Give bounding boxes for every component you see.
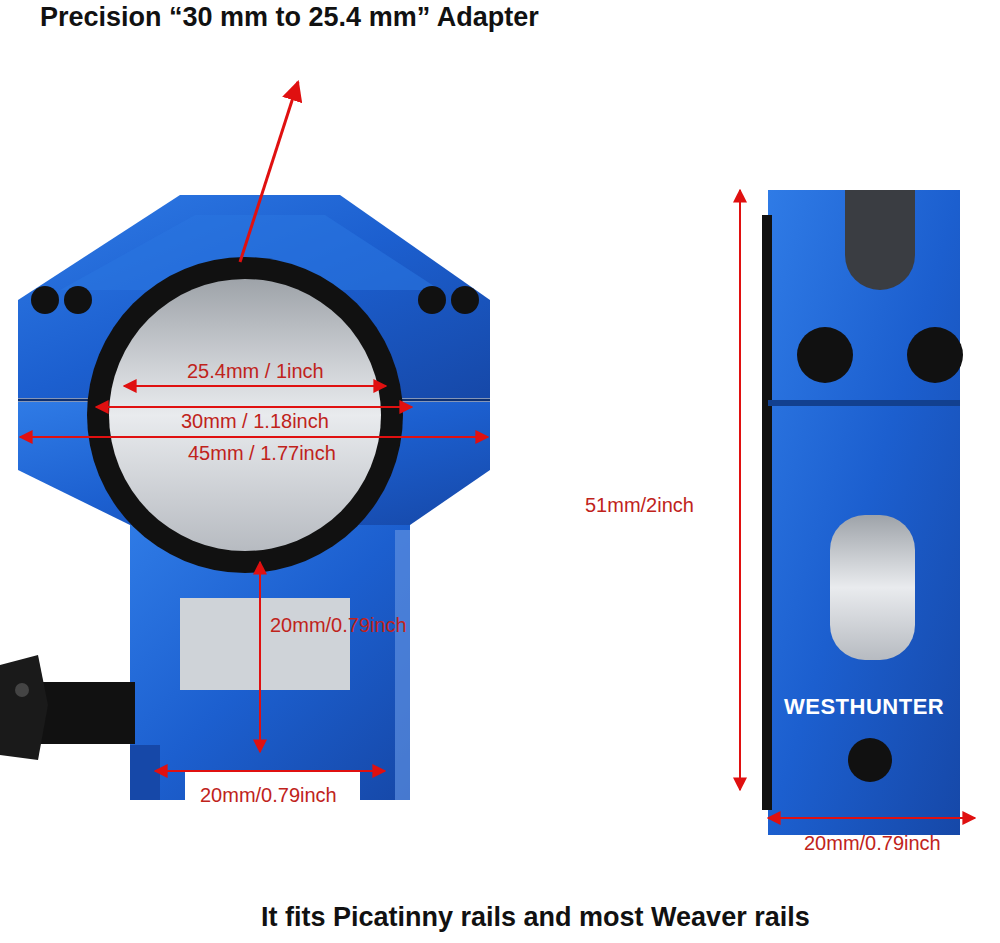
dimension-label: 20mm/0.79inch — [200, 784, 337, 807]
dimension-label: 20mm/0.79inch — [804, 832, 941, 855]
dimension-label: 20mm/0.79inch — [270, 614, 407, 637]
title: Precision “30 mm to 25.4 mm” Adapter — [40, 2, 539, 33]
dimension-label: 30mm / 1.18inch — [181, 410, 329, 433]
caption: It fits Picatinny rails and most Weaver … — [261, 902, 810, 933]
brand-logo: WESTHUNTER — [784, 694, 944, 719]
dimension-label: 25.4mm / 1inch — [187, 360, 324, 383]
dimension-label: 51mm/2inch — [585, 494, 694, 517]
dimension-label: 45mm / 1.77inch — [188, 442, 336, 465]
